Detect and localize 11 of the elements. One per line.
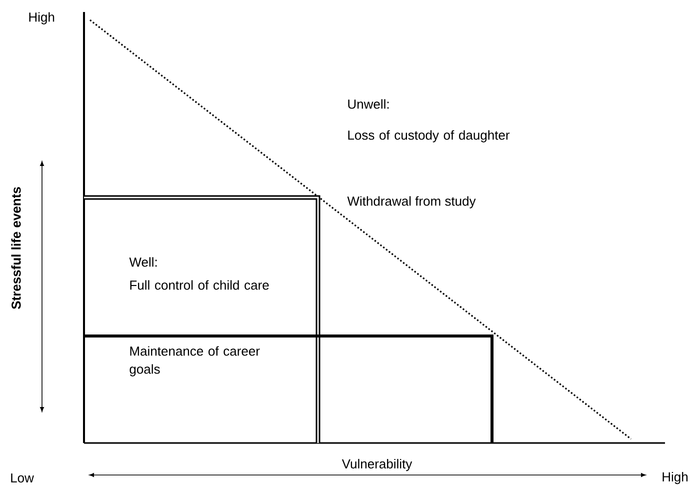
region-text: Loss of custody of daughter [348, 130, 510, 142]
region-heading: Unwell: [348, 99, 389, 109]
region-heading: Well: [129, 257, 157, 267]
axis-label: High [29, 12, 54, 24]
axis-label: High [662, 472, 688, 484]
region-text: Withdrawal from study [347, 196, 476, 208]
region-text: Maintenance of career goals [130, 346, 260, 376]
axis-label: Low [11, 473, 34, 483]
axis-title: Stressful life events [11, 187, 21, 310]
region-text: Full control of child care [130, 280, 269, 290]
axis-title: Vulnerability [342, 458, 412, 472]
